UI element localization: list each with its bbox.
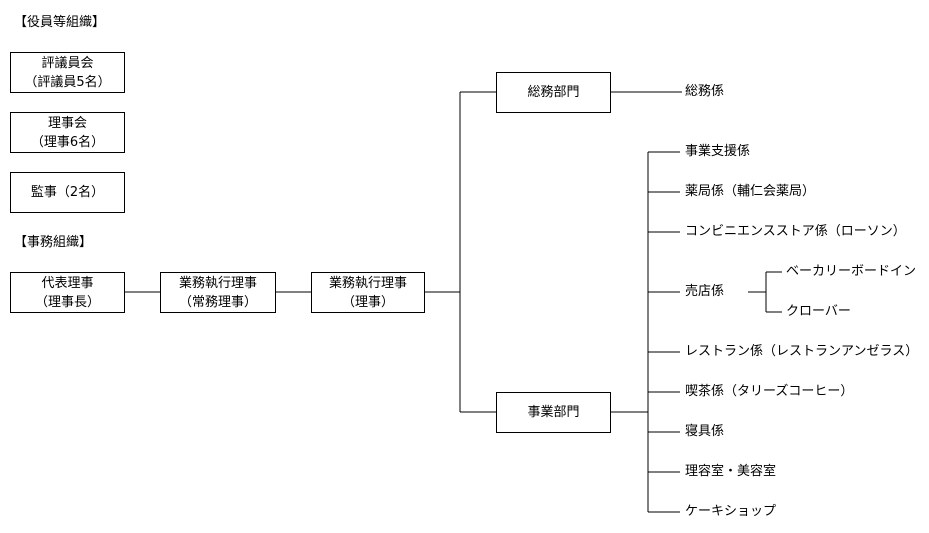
representative-title: 代表理事 bbox=[41, 275, 94, 291]
business-section-item: ケーキショップ bbox=[685, 504, 777, 519]
executive-title: 業務執行理事 bbox=[328, 275, 407, 291]
office-heading: 【事務組織】 bbox=[14, 235, 93, 250]
business-section-item: 理容室・美容室 bbox=[685, 464, 777, 479]
executive-standing-box: 業務執行理事 （常務理事） bbox=[160, 272, 276, 313]
shop-subsection-item: クローバー bbox=[786, 304, 851, 319]
council-count: （評議員5名） bbox=[24, 74, 111, 90]
executive-role: （理事） bbox=[341, 294, 394, 310]
general-department-box: 総務部門 bbox=[496, 72, 611, 113]
business-section-item: 薬局係（輔仁会薬局） bbox=[685, 184, 816, 199]
business-section-item: 寝具係 bbox=[685, 424, 725, 439]
board-count: （理事6名） bbox=[30, 134, 105, 150]
officers-heading: 【役員等組織】 bbox=[14, 15, 106, 30]
general-section-item: 総務係 bbox=[685, 84, 725, 99]
representative-box: 代表理事 （理事長） bbox=[10, 272, 125, 313]
business-section-item: レストラン係（レストランアンゼラス） bbox=[685, 344, 919, 359]
board-box: 理事会 （理事6名） bbox=[10, 112, 125, 153]
business-section-item: コンビニエンスストア係（ローソン） bbox=[685, 224, 906, 239]
general-department-name: 総務部門 bbox=[527, 85, 580, 100]
representative-role: （理事長） bbox=[34, 294, 100, 310]
council-box: 評議員会 （評議員5名） bbox=[10, 52, 125, 93]
business-department-name: 事業部門 bbox=[527, 405, 580, 420]
executive-standing-role: （常務理事） bbox=[178, 294, 257, 310]
business-department-box: 事業部門 bbox=[496, 392, 611, 433]
executive-box: 業務執行理事 （理事） bbox=[311, 272, 425, 313]
council-name: 評議員会 bbox=[41, 55, 94, 71]
business-section-item: 売店係 bbox=[685, 284, 725, 299]
executive-standing-title: 業務執行理事 bbox=[178, 275, 257, 291]
business-section-item: 喫茶係（タリーズコーヒー） bbox=[685, 384, 854, 399]
board-name: 理事会 bbox=[47, 115, 87, 131]
auditors-name: 監事（2名） bbox=[30, 185, 105, 200]
shop-subsection-item: ベーカリーボードイン bbox=[786, 264, 917, 279]
auditors-box: 監事（2名） bbox=[10, 172, 125, 213]
business-section-item: 事業支援係 bbox=[685, 144, 751, 159]
